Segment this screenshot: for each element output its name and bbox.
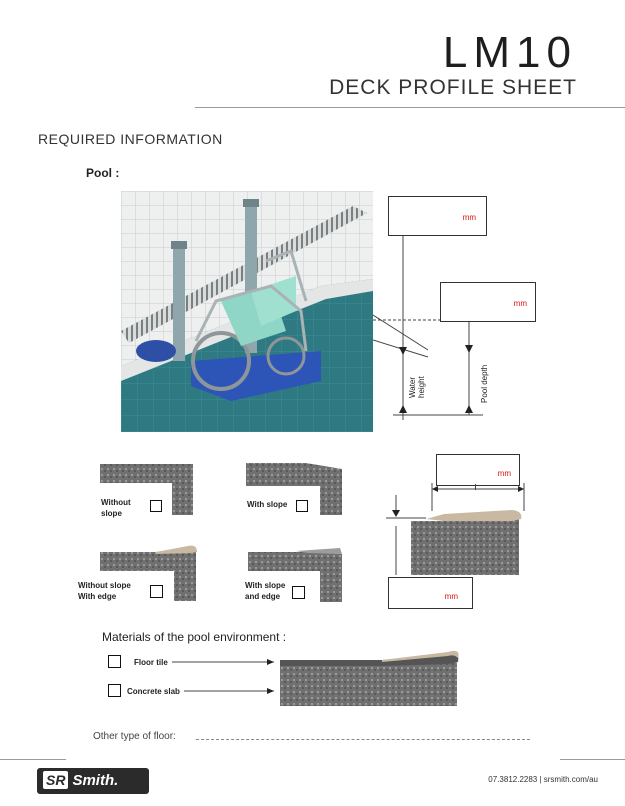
footer-rule-left — [0, 759, 66, 760]
materials-diagram — [172, 650, 459, 706]
section-title: REQUIRED INFORMATION — [38, 131, 223, 147]
materials-title: Materials of the pool environment : — [102, 630, 287, 644]
unit-label: mm — [462, 213, 476, 222]
with-slope-and-edge-checkbox[interactable] — [292, 586, 305, 599]
pool-depth-input-box[interactable]: mm — [440, 282, 536, 322]
concrete-slab-label: Concrete slab — [127, 687, 180, 696]
connector-line — [475, 484, 476, 490]
profile-with-slope — [246, 463, 342, 515]
water-height-label: Water height — [408, 376, 426, 398]
without-slope-with-edge-checkbox[interactable] — [150, 585, 163, 598]
option-label: With slope — [247, 500, 288, 509]
with-slope-checkbox[interactable] — [296, 500, 308, 512]
edge-width-input-box[interactable]: mm — [436, 454, 520, 486]
unit-label: mm — [513, 299, 527, 308]
unit-label: mm — [497, 469, 511, 478]
deck-dimension-diagram — [386, 483, 525, 575]
profile-without-slope-with-edge — [100, 545, 197, 601]
concrete-slab-checkbox[interactable] — [108, 684, 121, 697]
pool-depth-label: Pool depth — [480, 364, 489, 403]
profile-with-slope-and-edge — [248, 548, 342, 602]
floor-tile-checkbox[interactable] — [108, 655, 121, 668]
without-slope-checkbox[interactable] — [150, 500, 162, 512]
footer-rule-right — [560, 759, 625, 760]
profile-without-slope — [100, 464, 193, 515]
header-divider — [195, 107, 625, 108]
unit-label: mm — [444, 592, 458, 601]
pool-label: Pool : — [86, 166, 120, 180]
floor-tile-label: Floor tile — [134, 658, 168, 667]
water-height-input-box[interactable]: mm — [388, 196, 487, 236]
contact-info: 07.3812.2283 | srsmith.com/au — [488, 775, 598, 784]
other-floor-label: Other type of floor: — [93, 731, 176, 742]
deck-thickness-input-box[interactable]: mm — [388, 577, 473, 609]
product-title: LM10 — [442, 28, 577, 77]
sheet-subtitle: DECK PROFILE SHEET — [329, 76, 577, 99]
pool-lift-illustration — [121, 191, 373, 432]
other-floor-input[interactable] — [196, 739, 530, 740]
